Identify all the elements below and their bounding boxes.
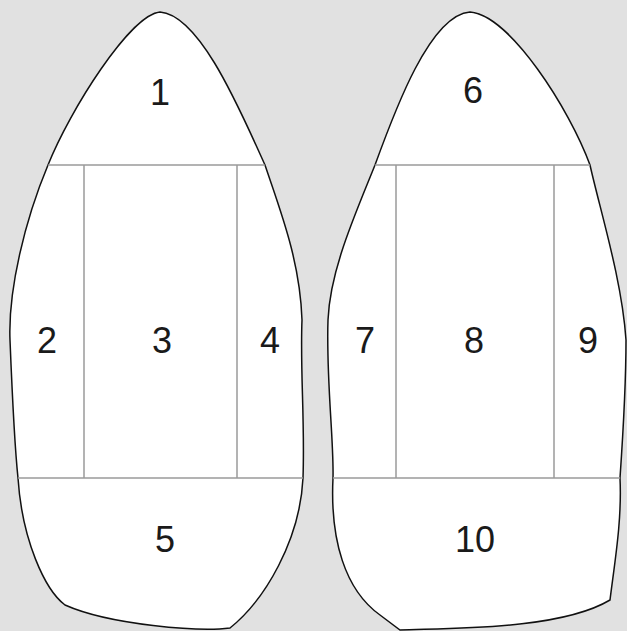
- callout-number: 2: [37, 323, 57, 359]
- zone-lines: [0, 165, 320, 478]
- zone-lines: [320, 165, 627, 478]
- left-lung: [10, 12, 304, 629]
- callout-number: 3: [152, 323, 172, 359]
- right-lung: [328, 12, 626, 630]
- callout-number: 8: [464, 323, 484, 359]
- callout-number: 6: [463, 73, 483, 109]
- callout-number: 10: [455, 522, 495, 558]
- callout-number: 9: [578, 323, 598, 359]
- callout-number: 1: [150, 75, 170, 111]
- callout-number: 5: [155, 522, 175, 558]
- callout-number: 7: [355, 323, 375, 359]
- callout-number: 4: [260, 323, 280, 359]
